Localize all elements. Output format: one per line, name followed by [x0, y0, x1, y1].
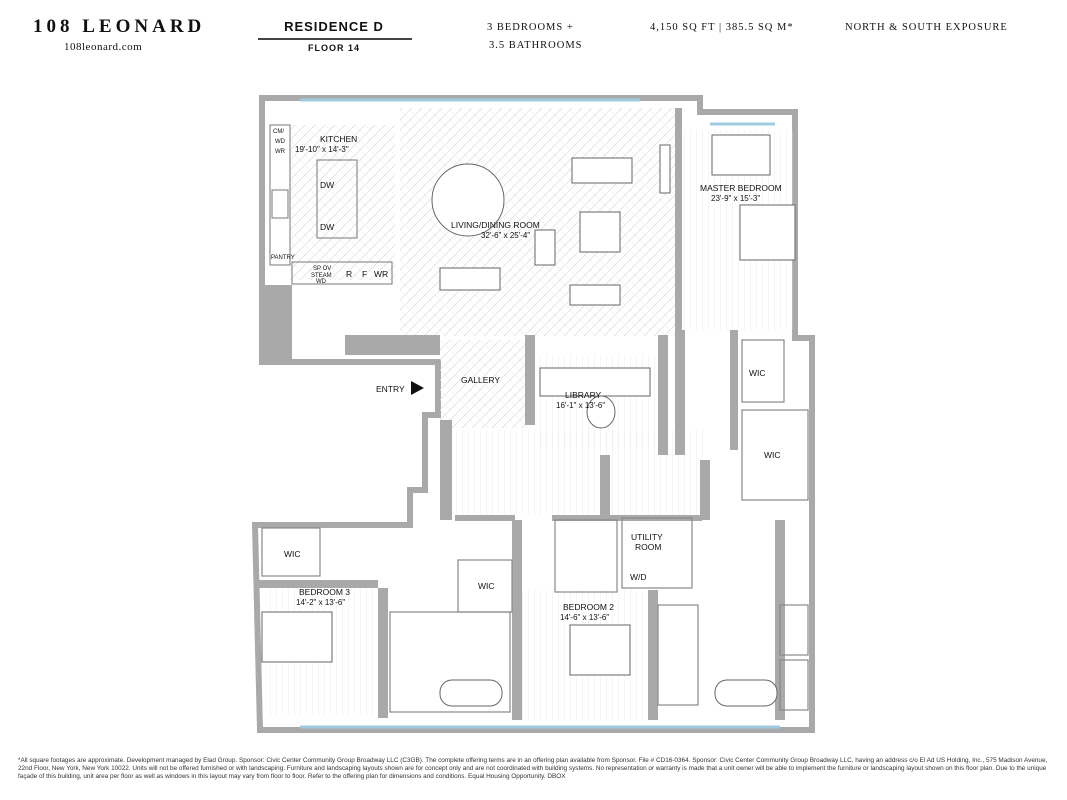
kitchen-cm: CM/ — [273, 129, 284, 135]
utility-line1: UTILITY — [631, 532, 663, 542]
kitchen-f: F — [362, 269, 367, 279]
title-rule — [258, 38, 412, 40]
kitchen-pantry: PANTRY — [271, 255, 295, 261]
entry-label: ENTRY — [376, 384, 405, 394]
kitchen-r: R — [346, 269, 352, 279]
living-dims: 32'-6" x 25'-4" — [481, 231, 530, 240]
wic-master-1: WIC — [749, 368, 766, 378]
windows — [300, 98, 780, 729]
wic-bedroom2: WIC — [478, 581, 495, 591]
gallery-floor — [440, 340, 528, 428]
bathrooms-count: 3.5 BATHROOMS — [489, 40, 583, 51]
bedroom-furniture — [261, 134, 796, 707]
master-name: MASTER BEDROOM — [700, 183, 782, 193]
utility-line2: ROOM — [635, 542, 661, 552]
bedroom2-name: BEDROOM 2 — [563, 602, 614, 612]
kitchen-dw-1: DW — [320, 180, 334, 190]
wic-bedroom3: WIC — [284, 549, 301, 559]
kitchen-name: KITCHEN — [320, 134, 357, 144]
gallery-label: GALLERY — [461, 375, 500, 385]
kitchen-wr2: WR — [374, 269, 388, 279]
bedroom2-dims: 14'-6" x 13'-6" — [560, 613, 609, 622]
kitchen-wr: WR — [275, 149, 286, 155]
area-label: 4,150 SQ FT | 385.5 SQ M* — [650, 22, 794, 33]
header: 108 LEONARD 108leonard.com RESIDENCE D F… — [0, 0, 1067, 70]
kitchen-spov: SP OV — [313, 266, 331, 272]
website-link[interactable]: 108leonard.com — [64, 41, 143, 53]
room-outlines — [261, 339, 809, 713]
kitchen-wd: WD — [275, 139, 286, 145]
kitchen-steam: STEAM — [311, 273, 332, 279]
kitchen-wd2: WD — [316, 279, 327, 285]
kitchen-dw-2: DW — [320, 222, 334, 232]
utility-wd: W/D — [630, 572, 647, 582]
kitchen-cabinetry — [269, 124, 393, 285]
residence-title: RESIDENCE D — [284, 19, 384, 34]
living-furniture — [431, 144, 671, 306]
floor-label: FLOOR 14 — [307, 43, 360, 53]
kitchen-floor — [290, 125, 395, 280]
living-name: LIVING/DINING ROOM — [451, 220, 540, 230]
bedrooms-count: 3 BEDROOMS + — [487, 22, 574, 33]
entry-arrow-icon — [411, 381, 424, 395]
exposure-label: NORTH & SOUTH EXPOSURE — [845, 22, 1008, 33]
bedroom3-name: BEDROOM 3 — [299, 587, 350, 597]
library-dims: 16'-1" x 13'-6" — [556, 401, 605, 410]
library-name: LIBRARY — [565, 390, 602, 400]
brand-logo: 108 LEONARD — [33, 16, 206, 37]
kitchen-dims: 19'-10" x 14'-3" — [295, 145, 349, 154]
master-dims: 23'-9" x 15'-3" — [711, 194, 760, 203]
bedroom3-dims: 14'-2" x 13'-6" — [296, 598, 345, 607]
legal-footer: *All square footages are approximate. De… — [18, 757, 1048, 781]
wic-master-2: WIC — [764, 450, 781, 460]
